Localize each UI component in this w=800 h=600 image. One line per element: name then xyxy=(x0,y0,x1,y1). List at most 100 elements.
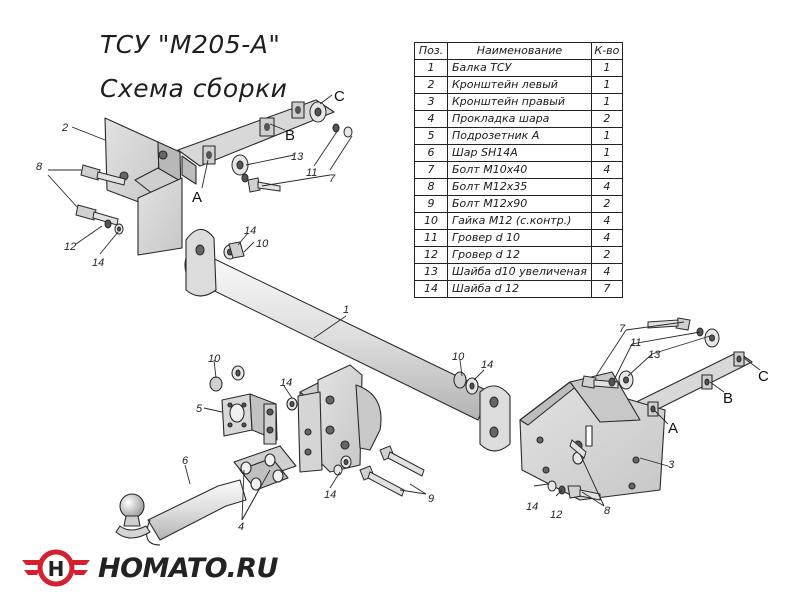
ball-spacer-plates xyxy=(233,445,297,491)
row-position: 4 xyxy=(414,110,448,128)
callout-10-low: 10 xyxy=(208,353,221,365)
callout-10-mid: 10 xyxy=(452,351,465,363)
row-name: Болт М12х90 xyxy=(447,195,592,213)
callout-C-right: C xyxy=(758,368,769,385)
leader-lines xyxy=(47,94,761,521)
row-position: 11 xyxy=(414,229,448,247)
callout-A-right: A xyxy=(668,420,678,437)
row-position: 3 xyxy=(414,93,448,111)
callout-14-bottom: 14 xyxy=(324,489,336,501)
callout-1: 1 xyxy=(343,304,349,316)
row-name: Гайка М12 (с.контр.) xyxy=(447,212,592,230)
tow-bar-beam xyxy=(184,228,511,452)
row-name: Прокладка шара xyxy=(447,110,592,128)
hitch-plate-assembly xyxy=(297,364,382,473)
callout-B-left: B xyxy=(285,127,295,144)
right-bracket xyxy=(519,351,753,501)
callout-14-right: 14 xyxy=(526,501,538,513)
row-quantity: 4 xyxy=(590,212,623,230)
logo-text: HOMATO.RU xyxy=(98,552,278,584)
row-position: 7 xyxy=(414,161,448,179)
row-position: 8 xyxy=(414,178,448,196)
callout-14-low: 14 xyxy=(280,377,292,389)
callout-13-right: 13 xyxy=(648,349,661,361)
row-name: Кронштейн левый xyxy=(447,76,592,94)
homato-emblem-icon: H xyxy=(22,549,90,587)
row-quantity: 1 xyxy=(590,144,623,162)
row-quantity: 1 xyxy=(590,93,623,111)
row-name: Гровер d 12 xyxy=(447,246,592,264)
callout-2: 2 xyxy=(61,122,68,134)
right-bracket-hardware xyxy=(547,317,720,501)
row-quantity: 4 xyxy=(590,161,623,179)
row-position: 14 xyxy=(414,280,448,298)
row-name: Болт М10х40 xyxy=(447,161,592,179)
row-position: 12 xyxy=(414,246,448,264)
callout-B-right: B xyxy=(723,390,733,407)
callout-14-left: 14 xyxy=(92,257,104,269)
callout-11-left: 11 xyxy=(306,167,317,179)
callout-11-right: 11 xyxy=(630,337,641,349)
row-name: Шайба d10 увеличеная xyxy=(447,263,592,281)
row-quantity: 4 xyxy=(590,178,623,196)
callout-10-top: 10 xyxy=(256,238,269,250)
header-position: Поз. xyxy=(414,42,448,60)
row-position: 6 xyxy=(414,144,448,162)
row-quantity: 7 xyxy=(590,280,623,298)
row-name: Шар SH14A xyxy=(447,144,592,162)
callout-7-left: 7 xyxy=(329,173,336,185)
row-name: Гровер d 10 xyxy=(447,229,592,247)
callout-12-left: 12 xyxy=(64,241,76,253)
row-name: Подрозетник А xyxy=(447,127,592,145)
row-name: Кронштейн правый xyxy=(447,93,592,111)
callout-14-top: 14 xyxy=(244,225,256,237)
row-position: 2 xyxy=(414,76,448,94)
tow-ball xyxy=(115,479,247,546)
homato-logo[interactable]: H HOMATO.RU xyxy=(20,548,278,588)
callout-13-left: 13 xyxy=(291,151,304,163)
callout-3: 3 xyxy=(668,459,675,471)
row-position: 10 xyxy=(414,212,448,230)
header-quantity: К-во xyxy=(590,42,623,60)
row-quantity: 2 xyxy=(590,195,623,213)
callout-9: 9 xyxy=(428,493,434,505)
row-quantity: 1 xyxy=(590,59,623,77)
callout-labels: 2 8 12 14 A B C 13 11 7 14 10 1 10 14 10… xyxy=(36,88,769,533)
row-quantity: 2 xyxy=(590,246,623,264)
row-name: Болт М12х35 xyxy=(447,178,592,196)
callout-5: 5 xyxy=(196,403,203,415)
row-position: 13 xyxy=(414,263,448,281)
parts-table-header: Поз. Наименование К-во xyxy=(414,42,623,60)
row-position: 1 xyxy=(414,59,448,77)
row-quantity: 4 xyxy=(590,263,623,281)
diagram-title-line1: ТСУ "М205-А" xyxy=(100,30,281,59)
row-position: 5 xyxy=(414,127,448,145)
callout-8-right: 8 xyxy=(604,505,611,517)
left-bracket xyxy=(104,99,335,256)
left-bracket-hardware xyxy=(75,101,353,235)
row-quantity: 4 xyxy=(590,229,623,247)
callout-4: 4 xyxy=(238,521,244,533)
callout-A-left: A xyxy=(192,189,202,206)
row-quantity: 1 xyxy=(590,127,623,145)
diagram-title-line2: Схема сборки xyxy=(100,74,288,103)
socket-bracket xyxy=(209,365,298,445)
row-position: 9 xyxy=(414,195,448,213)
row-name: Балка ТСУ xyxy=(447,59,592,77)
callout-12-right: 12 xyxy=(550,509,562,521)
callout-14-mid: 14 xyxy=(481,359,493,371)
callout-6: 6 xyxy=(182,455,189,467)
row-quantity: 2 xyxy=(590,110,623,128)
lower-bolts xyxy=(333,445,425,497)
